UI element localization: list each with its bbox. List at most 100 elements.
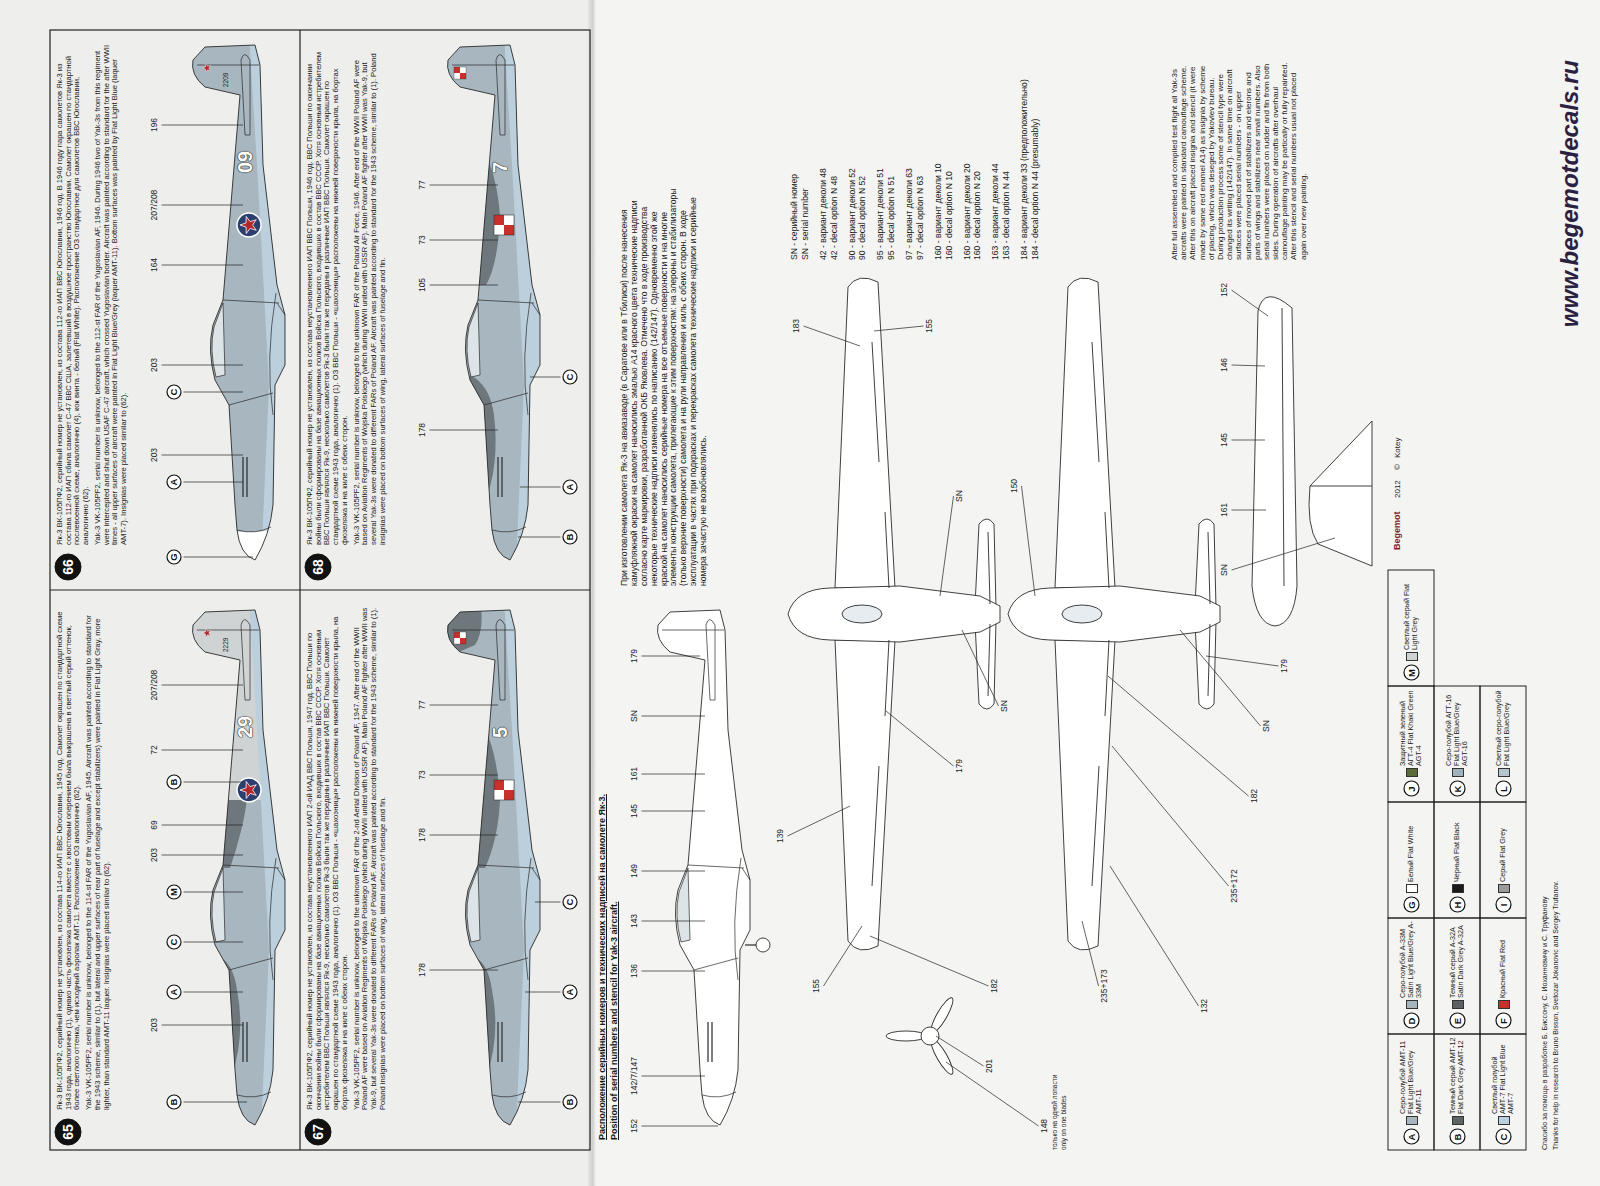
node-label: 66 bbox=[54, 553, 82, 581]
leader-line bbox=[162, 750, 244, 751]
decal-option: 160 - вариант деколи 20 bbox=[963, 60, 973, 260]
callout-number: 145 bbox=[1220, 422, 1230, 458]
legend-swatch bbox=[1498, 1000, 1510, 1009]
node-label: A bbox=[166, 474, 182, 490]
color-callout: C bbox=[562, 894, 578, 910]
color-callout: B bbox=[166, 774, 182, 790]
color-callout: A bbox=[166, 984, 182, 1000]
description-text: Yak-3 VK-105PF2, serial number is unknow… bbox=[353, 40, 388, 545]
option-number-badge: 67 bbox=[304, 1118, 332, 1146]
callout-number: 152 bbox=[1220, 272, 1230, 308]
leader-line bbox=[518, 537, 561, 538]
node-label: B bbox=[562, 1094, 578, 1110]
legend-cell bbox=[1434, 1034, 1480, 1150]
circle-shape bbox=[1404, 1130, 1419, 1145]
callout-number: 203 bbox=[150, 1007, 160, 1043]
decal-option: 184 - decal option N 44 (presumably) bbox=[1031, 60, 1041, 260]
node-label: G bbox=[166, 549, 182, 565]
leader-line bbox=[824, 926, 863, 986]
decal-option: 42 - вариант деколи 48 bbox=[819, 60, 829, 260]
legend-text: Темный серый А-32А Satin Dark Grey A-32A bbox=[1449, 921, 1466, 998]
option-number-badge: 66 bbox=[54, 553, 82, 581]
decal-option: 163 - вариант деколи 44 bbox=[991, 60, 1001, 260]
leader-line bbox=[162, 125, 244, 126]
decal-option: 184 - вариант деколи 33 (предположительн… bbox=[1020, 60, 1030, 260]
callout-number: 155 bbox=[925, 308, 935, 344]
callout-number: 182 bbox=[1250, 778, 1260, 814]
decal-option: 90 - decal option N 52 bbox=[858, 60, 868, 260]
color-callout: C bbox=[166, 934, 182, 950]
lower-planform bbox=[1008, 278, 1220, 950]
node-label: A bbox=[562, 479, 578, 495]
tactical-number: 7 bbox=[490, 143, 510, 173]
acknowledgement: Thanks for help in research to Bruno Bis… bbox=[1552, 570, 1560, 1150]
color-callout: K bbox=[1449, 781, 1466, 798]
callout-number: 178 bbox=[418, 952, 428, 988]
circle-shape bbox=[55, 1119, 81, 1145]
callout-number: 178 bbox=[418, 412, 428, 448]
node-label: A bbox=[1403, 1129, 1420, 1146]
callout-number: 179 bbox=[1280, 648, 1290, 684]
circle-shape bbox=[1404, 1014, 1419, 1029]
callout-number: 143 bbox=[630, 903, 640, 939]
tactical-number: 5 bbox=[490, 708, 510, 738]
color-callout: B bbox=[562, 1094, 578, 1110]
serial-number: 2209 bbox=[222, 63, 229, 87]
legend-swatch bbox=[1406, 768, 1418, 777]
callout-number: 69 bbox=[150, 807, 160, 843]
legend-cell bbox=[1388, 570, 1434, 686]
leader-line bbox=[642, 921, 706, 922]
decal-option: 97 - вариант деколи 63 bbox=[905, 60, 915, 260]
callout-number: 178 bbox=[418, 817, 428, 853]
node-label: M bbox=[166, 884, 182, 900]
note-text: After full assembled and compiled test f… bbox=[1170, 60, 1308, 260]
color-callout: G bbox=[1403, 897, 1420, 914]
leader-line bbox=[430, 835, 499, 836]
leader-line bbox=[1180, 630, 1261, 726]
callout-number: 203 bbox=[150, 437, 160, 473]
legend-text: Темный серый АМТ-12 Flat Dark Grey AMT-1… bbox=[1449, 1037, 1466, 1114]
leader-line bbox=[642, 716, 706, 717]
leader-line bbox=[162, 855, 244, 856]
circle-shape bbox=[1496, 1130, 1511, 1145]
leader-line bbox=[162, 205, 244, 206]
callout-number: 145 bbox=[630, 793, 640, 829]
circle-shape bbox=[1450, 1130, 1465, 1145]
description-block: Як-3 ВК-105ПФ2, серийный номер не устано… bbox=[306, 40, 390, 545]
decal-option: 97 - decal option N 63 bbox=[916, 60, 926, 260]
leader-line bbox=[962, 630, 999, 706]
panel-frame bbox=[50, 30, 590, 1150]
legend-swatch bbox=[1452, 884, 1464, 893]
circle-shape bbox=[305, 554, 331, 580]
leader-line bbox=[788, 806, 851, 836]
legend-cell bbox=[1480, 918, 1526, 1034]
leader-line bbox=[1110, 866, 1199, 1006]
copyright-mark: © bbox=[1393, 458, 1402, 470]
node-label: D bbox=[1403, 1013, 1420, 1030]
leader-line bbox=[1232, 440, 1266, 441]
legend-swatch bbox=[1498, 884, 1510, 893]
leader-line bbox=[1232, 538, 1336, 570]
serial-number: 2229 bbox=[222, 628, 229, 652]
leader-line bbox=[430, 285, 499, 286]
callout-number: 235+172 bbox=[1230, 864, 1240, 908]
circle-shape bbox=[563, 530, 577, 544]
callout-number: SN bbox=[1000, 688, 1010, 724]
decal-option: 160 - вариант деколи 10 bbox=[934, 60, 944, 260]
circle-shape bbox=[563, 895, 577, 909]
legend-text: Красный Flat Red bbox=[1499, 921, 1507, 998]
decal-option: SN - serial number bbox=[801, 60, 811, 260]
node-label: J bbox=[1403, 781, 1420, 798]
circle-shape bbox=[1496, 898, 1511, 913]
legend-swatch bbox=[1452, 1000, 1464, 1009]
legend-swatch bbox=[1406, 1116, 1418, 1125]
node-label: C bbox=[562, 894, 578, 910]
description-text: Yak-3 VK-105PF2, serial number is unknow… bbox=[353, 605, 388, 1110]
description-text: Як-3 ВК-105ПФ2, серийный номер не устано… bbox=[306, 40, 350, 545]
leader-line bbox=[642, 811, 706, 812]
node-label: B bbox=[166, 1094, 182, 1110]
description-text: Як-3 ВК-105ПФ2, серийный номер не устано… bbox=[56, 605, 82, 1110]
node-label: B bbox=[562, 529, 578, 545]
circle-shape bbox=[1450, 898, 1465, 913]
